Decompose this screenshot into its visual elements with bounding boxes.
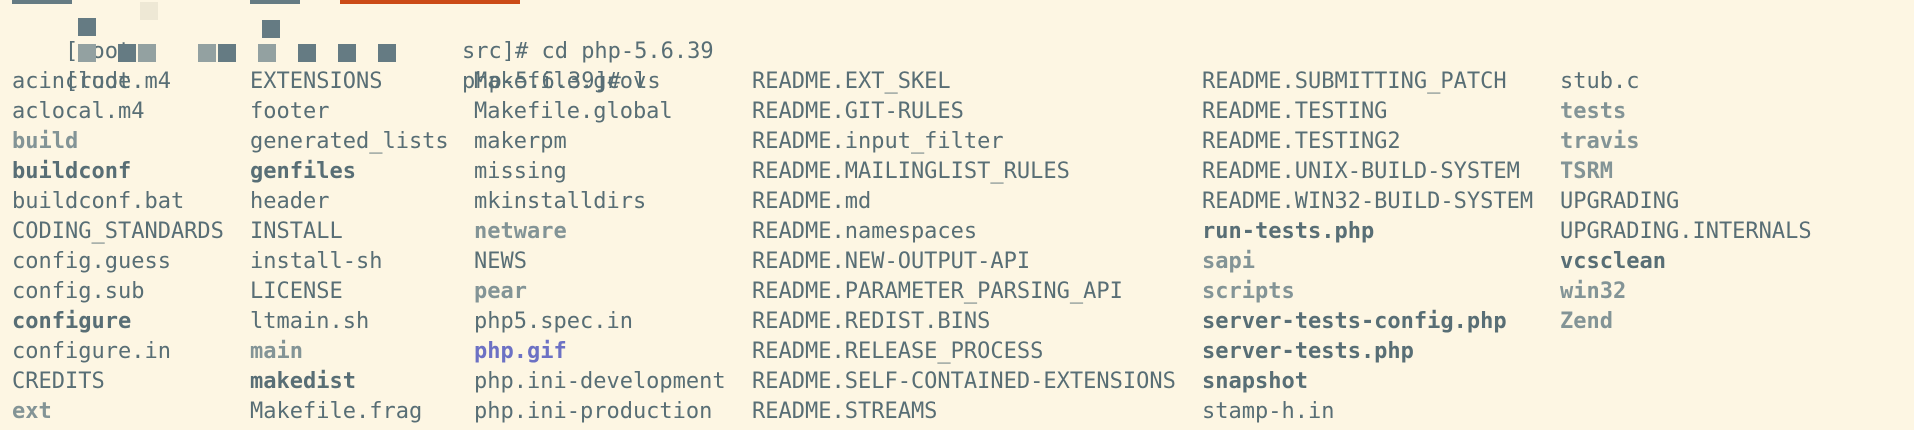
redacted-block [298, 44, 316, 62]
redacted-block [198, 44, 216, 62]
file-entry: README.SUBMITTING_PATCH [1202, 69, 1507, 94]
executable-entry: vcsclean [1560, 249, 1666, 274]
prompt-line-ls: [root [12, 37, 131, 94]
ls-column: acinclude.m4 aclocal.m4 build buildconf buil… [12, 67, 224, 427]
prompt-command-cd: src]# cd php-5.6.39 [409, 7, 714, 64]
ls-column: README.SUBMITTING_PATCH README.TESTING REA… [1202, 67, 1533, 427]
file-entry: README.NEW-OUTPUT-API [752, 249, 1031, 274]
file-entry: LICENSE [250, 279, 343, 304]
executable-entry: server-tests-config.php [1202, 309, 1507, 334]
redacted-block [338, 44, 356, 62]
executable-entry: makedist [250, 369, 356, 394]
ls-column: README.EXT_SKEL README.GIT-RULES README.in… [752, 67, 1176, 427]
file-entry: stamp-h.in [1202, 399, 1335, 424]
directory-entry: main [250, 339, 303, 364]
file-entry: makerpm [474, 129, 567, 154]
directory-entry: travis [1560, 129, 1640, 154]
file-entry: EXTENSIONS [250, 69, 383, 94]
file-entry: php.ini-production [474, 399, 713, 424]
file-entry: README.TESTING2 [1202, 129, 1401, 154]
directory-entry: netware [474, 219, 567, 244]
executable-entry: configure [12, 309, 132, 334]
file-entry: README.WIN32-BUILD-SYSTEM [1202, 189, 1534, 214]
executable-entry: snapshot [1202, 369, 1308, 394]
file-entry: README.GIT-RULES [752, 99, 964, 124]
file-entry: acinclude.m4 [12, 69, 171, 94]
redacted-block [140, 2, 158, 20]
file-entry: README.TESTING [1202, 99, 1388, 124]
prompt-command-ls: php-5.6.39]# ls [409, 37, 661, 94]
file-entry: ltmain.sh [250, 309, 370, 334]
directory-entry: scripts [1202, 279, 1295, 304]
file-entry: buildconf.bat [12, 189, 185, 214]
file-entry: README.SELF-CONTAINED-EXTENSIONS [752, 369, 1176, 394]
file-entry: aclocal.m4 [12, 99, 145, 124]
ls-column: EXTENSIONS footer generated_lists genfiles h… [250, 67, 449, 427]
file-entry: README.REDIST.BINS [752, 309, 991, 334]
redacted-block [138, 44, 156, 62]
redacted-block [78, 18, 96, 36]
directory-entry: win32 [1560, 279, 1627, 304]
redacted-block [218, 44, 236, 62]
file-entry: Makefile.global [474, 99, 673, 124]
file-entry: missing [474, 159, 567, 184]
file-entry: header [250, 189, 330, 214]
file-entry: footer [250, 99, 330, 124]
file-entry: README.EXT_SKEL [752, 69, 951, 94]
redacted-block [262, 20, 280, 38]
file-entry: UPGRADING [1560, 189, 1680, 214]
file-entry: mkinstalldirs [474, 189, 647, 214]
directory-entry: pear [474, 279, 527, 304]
executable-entry: server-tests.php [1202, 339, 1414, 364]
file-entry: php.ini-development [474, 369, 726, 394]
directory-entry: TSRM [1560, 159, 1613, 184]
image-file-entry: php.gif [474, 339, 567, 364]
previous-output-strip [0, 0, 1914, 6]
executable-entry: run-tests.php [1202, 219, 1375, 244]
file-entry: README.MAILINGLIST_RULES [752, 159, 1070, 184]
executable-entry: genfiles [250, 159, 356, 184]
file-entry: php5.spec.in [474, 309, 633, 334]
executable-entry: buildconf [12, 159, 132, 184]
file-entry: stub.c [1560, 69, 1640, 94]
prompt-path-command: src]# cd php-5.6.39 [461, 39, 714, 64]
file-entry: CREDITS [12, 369, 105, 394]
file-entry: NEWS [474, 249, 527, 274]
file-entry: install-sh [250, 249, 383, 274]
prompt-user: [root [64, 69, 132, 94]
prompt-path-command: php-5.6.39]# ls [461, 69, 661, 94]
file-entry: README.md [752, 189, 872, 214]
file-entry: generated_lists [250, 129, 449, 154]
prompt-line-cd: [root [12, 7, 131, 64]
directory-entry: tests [1560, 99, 1627, 124]
file-entry: README.RELEASE_PROCESS [752, 339, 1044, 364]
file-entry: README.STREAMS [752, 399, 938, 424]
file-entry: config.sub [12, 279, 145, 304]
directory-entry: build [12, 129, 79, 154]
file-entry: README.PARAMETER_PARSING_API [752, 279, 1123, 304]
file-entry: INSTALL [250, 219, 343, 244]
file-entry: config.guess [12, 249, 171, 274]
file-entry: Makefile.frag [250, 399, 423, 424]
file-entry: UPGRADING.INTERNALS [1560, 219, 1812, 244]
redacted-block [258, 44, 276, 62]
file-entry: README.input_filter [752, 129, 1004, 154]
directory-entry: Zend [1560, 309, 1613, 334]
file-entry: CODING_STANDARDS [12, 219, 224, 244]
directory-entry: ext [12, 399, 52, 424]
redacted-block [378, 44, 396, 62]
directory-entry: sapi [1202, 249, 1255, 274]
redacted-block [78, 44, 96, 62]
file-entry: configure.in [12, 339, 171, 364]
file-entry: Makefile.gcov [474, 69, 647, 94]
file-entry: README.namespaces [752, 219, 978, 244]
file-entry: README.UNIX-BUILD-SYSTEM [1202, 159, 1520, 184]
redacted-block [118, 44, 136, 62]
